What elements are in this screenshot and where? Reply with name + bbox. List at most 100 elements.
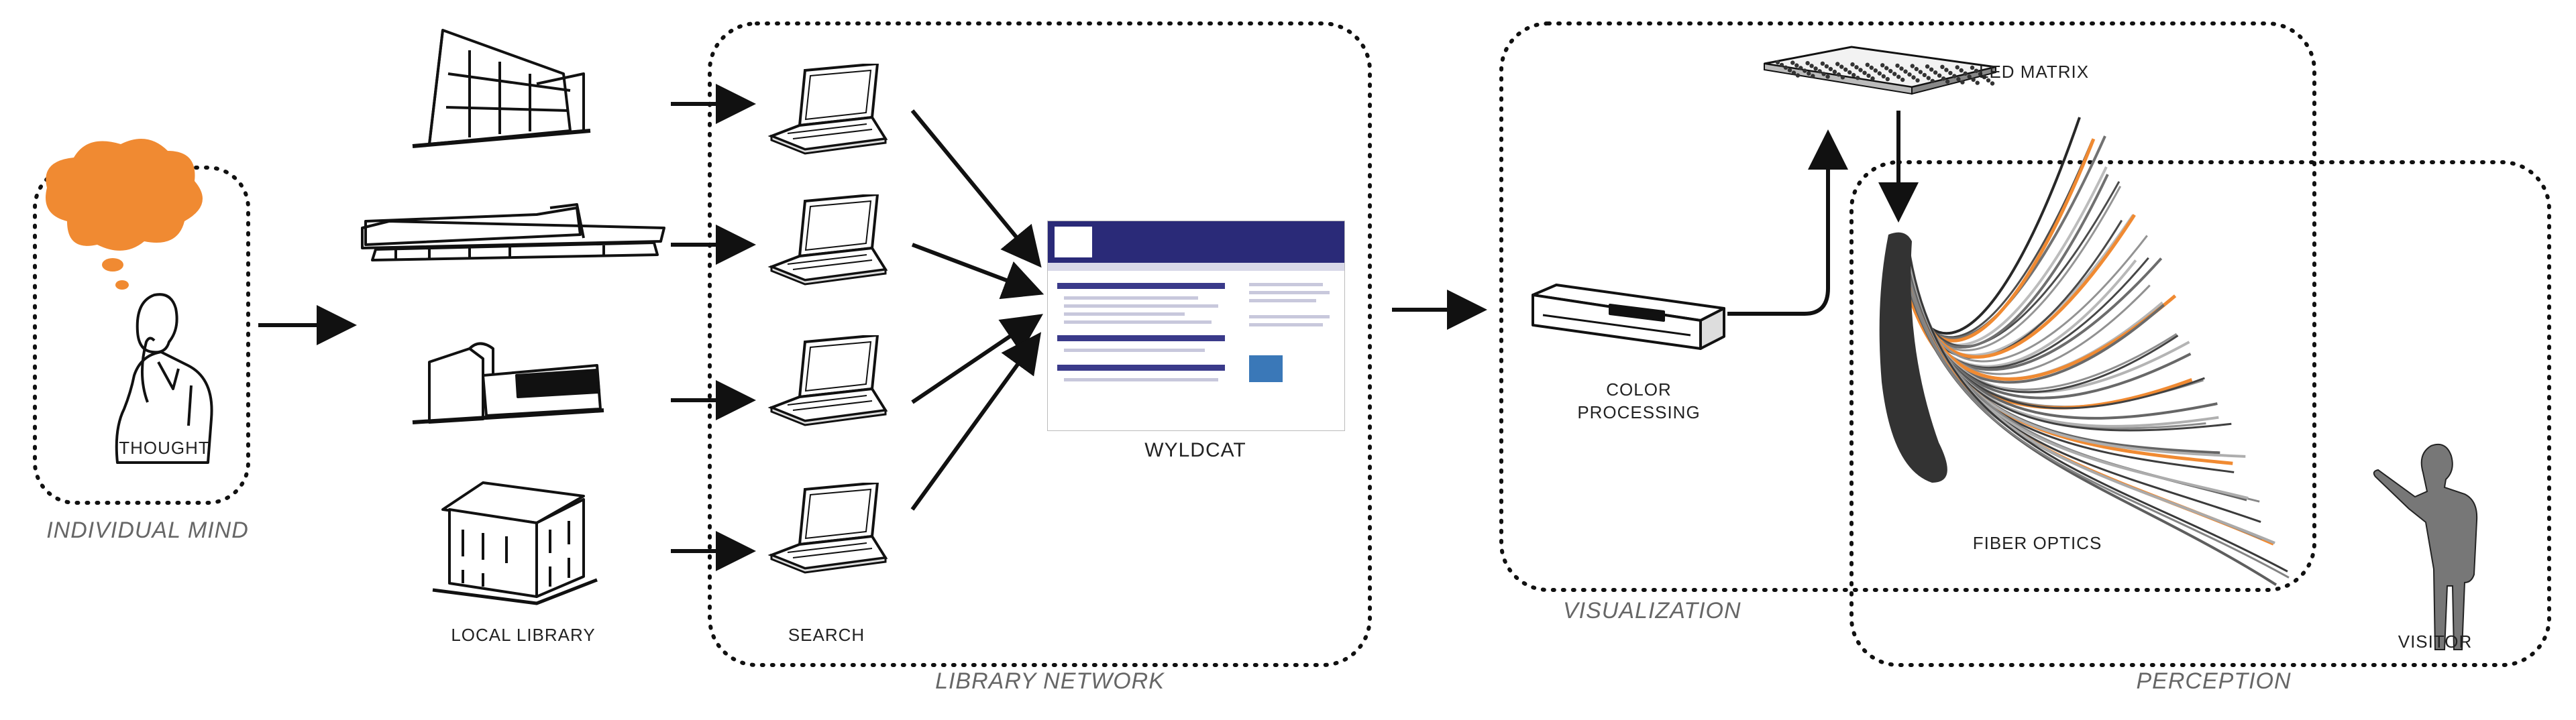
fiber-strand [1904, 235, 2275, 544]
visualization-group [1499, 21, 2316, 592]
led-dot [1840, 75, 1845, 80]
led-dot [1937, 73, 1942, 78]
led-dot [1836, 72, 1841, 77]
led-dot [1775, 60, 1780, 65]
individual-mind-group [33, 166, 250, 505]
led-dot [1839, 64, 1844, 69]
led-dot [1881, 74, 1886, 79]
webpage-text-line [1064, 349, 1205, 352]
led-dot [1847, 70, 1852, 75]
led-dot [1795, 73, 1801, 78]
led-dot [1832, 69, 1837, 74]
wyldcat-logo-icon [1055, 227, 1092, 257]
fiber-strand [1904, 166, 2108, 347]
led-dot [1791, 70, 1796, 75]
led-dot [1807, 71, 1811, 76]
led-dot [1952, 74, 1957, 78]
webpage-sidebar-line [1249, 283, 1323, 286]
fiber-strand [1906, 238, 2288, 573]
webpage-sidebar-line [1249, 323, 1323, 326]
led-dot [1970, 65, 1975, 70]
led-dot [1925, 64, 1930, 69]
webpage-menu-bar [1048, 263, 1344, 271]
led-dot [1851, 72, 1856, 78]
led-dot [1824, 64, 1829, 69]
led-dot [1990, 81, 1995, 86]
thinking-person-icon [115, 293, 213, 464]
led-dot [1895, 63, 1900, 68]
led-dot [1885, 76, 1890, 82]
thought-bubble-icon [46, 139, 203, 290]
led-dot [1870, 76, 1875, 81]
led-dot [1787, 68, 1792, 72]
led-dot [1945, 79, 1950, 84]
led-dot [1922, 72, 1927, 78]
led-dot [1971, 77, 1976, 82]
led-dot [1790, 60, 1795, 65]
webpage-sidebar-line [1249, 315, 1330, 318]
led-dot [1877, 71, 1882, 76]
led-dot [1811, 74, 1815, 78]
wyldcat-webpage-screenshot [1048, 221, 1344, 430]
led-dot [1978, 72, 1983, 76]
led-dot [1982, 74, 1987, 80]
led-dot [1933, 70, 1938, 75]
led-dot [1940, 64, 1945, 70]
led-dot [1805, 61, 1810, 66]
led-dot [1910, 64, 1915, 68]
led-dot [1820, 61, 1825, 66]
webpage-text-line [1064, 312, 1185, 316]
led-dot [1869, 65, 1874, 70]
led-dot [1783, 65, 1788, 70]
led-dot [1865, 62, 1870, 67]
visualization-label: VISUALIZATION [1563, 598, 1741, 623]
library-network-label: LIBRARY NETWORK [935, 668, 1165, 694]
processing-unit-icon [1532, 284, 1725, 350]
led-dot [1866, 73, 1871, 78]
webpage-text-line [1064, 378, 1218, 381]
led-dot [1888, 68, 1893, 74]
webpage-section-band [1057, 365, 1225, 371]
led-dot [1915, 78, 1920, 83]
led-dot [1779, 62, 1784, 68]
library-building-icon [412, 29, 591, 148]
fiber-bundle-base [1879, 232, 1947, 483]
led-dot [1941, 76, 1946, 81]
webpage-text-line [1064, 296, 1198, 300]
color-processing-label-line1: COLOR [1606, 379, 1672, 400]
led-dot [1900, 77, 1905, 82]
perception-group [1849, 160, 2551, 667]
fiber-strand [1895, 246, 2193, 410]
led-dot [1843, 67, 1848, 72]
led-dot [1899, 66, 1904, 71]
webpage-header [1048, 221, 1344, 263]
library-network-group [708, 21, 1372, 667]
led-dot [1907, 72, 1912, 77]
led-dot [1926, 76, 1931, 80]
webpage-badge [1249, 355, 1283, 382]
fiber-optics-bundle [1879, 117, 2290, 586]
led-matrix-label: LED MATRIX [1979, 62, 2090, 82]
library-building-icon [432, 481, 598, 605]
laptop-icon [770, 335, 887, 426]
led-dot [1799, 66, 1803, 70]
library-building-icon [361, 203, 665, 261]
visitor-label: VISITOR [2398, 632, 2473, 652]
led-dot [1825, 74, 1830, 79]
fiber-strand [1898, 243, 2290, 579]
local-library-label: LOCAL LIBRARY [451, 625, 596, 645]
led-dot [1884, 66, 1889, 70]
led-dot [1794, 63, 1799, 68]
led-dot [1892, 72, 1897, 76]
led-dot [1903, 69, 1908, 74]
library-building-icon [412, 342, 604, 424]
led-dot [1856, 76, 1860, 80]
led-dot [1835, 62, 1840, 66]
led-matrix-icon [1764, 46, 1996, 95]
led-dot [1944, 68, 1949, 72]
led-dot [1975, 80, 1980, 85]
webpage-sidebar-line [1249, 291, 1330, 294]
fiber-strand [1901, 138, 2096, 343]
led-dot [1817, 69, 1822, 74]
